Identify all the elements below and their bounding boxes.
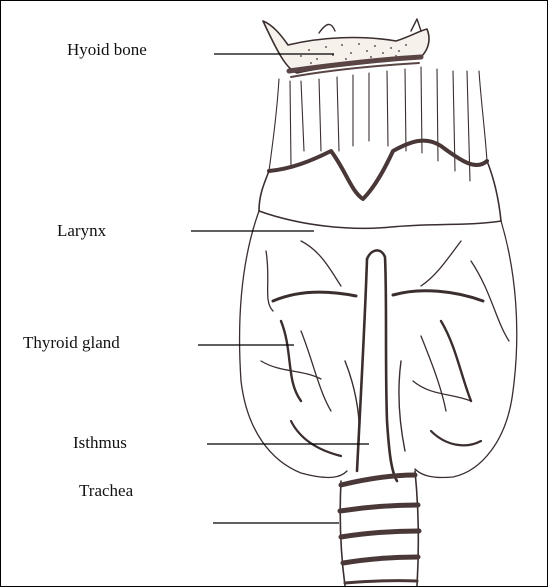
- isthmus: [345, 250, 405, 481]
- leader-lines: [191, 54, 369, 523]
- thyroid-cartilage: [259, 141, 501, 229]
- label-isthmus: Isthmus: [73, 434, 127, 451]
- label-hyoid-bone: Hyoid bone: [67, 41, 147, 58]
- trachea: [340, 471, 419, 586]
- label-thyroid-gland: Thyroid gland: [23, 334, 120, 351]
- label-trachea: Trachea: [79, 482, 133, 499]
- label-larynx: Larynx: [57, 222, 106, 239]
- hyoid-bone: [263, 19, 429, 77]
